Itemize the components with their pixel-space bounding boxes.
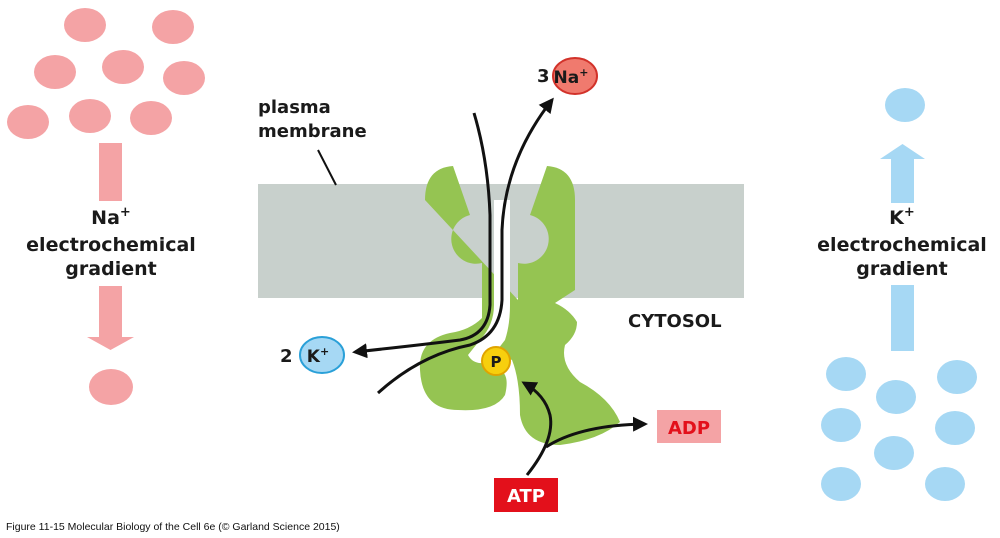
- sodium-ion-badge: [552, 57, 598, 95]
- k-ion: [826, 357, 866, 391]
- potassium-ion-badge: [299, 336, 345, 374]
- na-ion: [130, 101, 172, 135]
- k-gradient-ion: K: [889, 207, 905, 229]
- na-ion: [7, 105, 49, 139]
- na-ion: [64, 8, 106, 42]
- potassium-count: 2: [280, 346, 293, 367]
- k-gradient-charge: +: [904, 205, 915, 220]
- na-ion-cluster: [7, 8, 205, 139]
- potassium-ion-label: K+: [307, 345, 329, 367]
- k-ion: [821, 408, 861, 442]
- k-ion-cluster: [821, 357, 977, 501]
- plasma-membrane-pointer: [317, 149, 337, 186]
- atp-to-adp-arrow: [545, 416, 648, 449]
- adp-label: ADP: [668, 418, 710, 439]
- na-gradient-arrow-shaft-top: [99, 143, 122, 201]
- pump-channel: [468, 200, 510, 364]
- phosphate-label: P: [491, 353, 502, 371]
- na-ion: [69, 99, 111, 133]
- atp-to-phosphate-arrow: [521, 381, 553, 476]
- figure-caption: Figure 11-15 Molecular Biology of the Ce…: [6, 521, 340, 533]
- sodium-potassium-pump: [419, 166, 620, 445]
- na-ion: [163, 61, 205, 95]
- potassium-entry-path: [352, 112, 492, 359]
- k-ion-low: [885, 88, 925, 122]
- sodium-ion-label: Na+: [554, 66, 589, 88]
- k-ion: [876, 380, 916, 414]
- na-ion: [34, 55, 76, 89]
- sodium-count: 3: [537, 66, 550, 87]
- k-ion: [821, 467, 861, 501]
- atp-label: ATP: [507, 486, 545, 507]
- na-gradient-charge: +: [120, 205, 131, 220]
- plasma-membrane-label-line1: plasma: [258, 97, 331, 118]
- na-gradient-arrow-down: [87, 286, 134, 350]
- k-ion: [937, 360, 977, 394]
- na-gradient-line3: gradient: [65, 258, 156, 280]
- cytosol-label: CYTOSOL: [628, 311, 722, 332]
- k-ion: [925, 467, 965, 501]
- k-ion: [935, 411, 975, 445]
- k-ion: [874, 436, 914, 470]
- sodium-exit-path: [376, 97, 554, 395]
- k-gradient-line2: electrochemical: [817, 234, 987, 256]
- k-gradient-line3: gradient: [856, 258, 947, 280]
- na-gradient-ion: Na: [91, 207, 120, 229]
- na-gradient-line2: electrochemical: [26, 234, 196, 256]
- k-gradient-arrow-shaft-bottom: [891, 285, 914, 351]
- plasma-membrane-label-line2: membrane: [258, 121, 367, 142]
- k-gradient-arrow-up: [880, 144, 925, 203]
- adp-badge: [657, 410, 721, 443]
- na-ion-low: [89, 369, 133, 405]
- k-gradient-label: K+: [889, 205, 915, 229]
- atp-badge: [494, 478, 558, 512]
- na-gradient-label: Na+: [91, 205, 131, 229]
- phosphate-badge: [481, 346, 511, 376]
- na-ion: [102, 50, 144, 84]
- na-ion: [152, 10, 194, 44]
